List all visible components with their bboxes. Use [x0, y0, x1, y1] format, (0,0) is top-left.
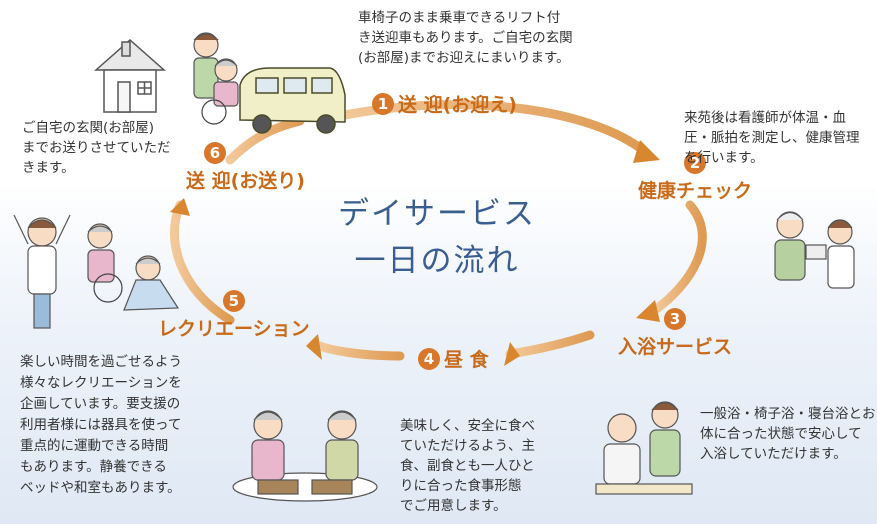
step-label-1: 送 迎(お迎え): [398, 94, 517, 116]
recreation-icon: [13, 214, 180, 329]
step-number-4: 4: [418, 347, 440, 370]
step-label-3: 入浴サービス: [618, 336, 733, 358]
step-number-1: 1: [372, 92, 394, 115]
step-3-bath: 3 入浴サービス: [618, 308, 732, 359]
bath-description: 一般浴・椅子浴・寝台浴とお 体に合った状態で安心して 入浴していただけます。: [700, 406, 876, 462]
step-6-dropoff: 6 送 迎(お送り): [186, 142, 305, 193]
arrow-head-2: [633, 140, 660, 163]
arrow-5-to-6: [169, 200, 235, 325]
step-label-2: 健康チェック: [638, 180, 753, 202]
step-number-6: 6: [204, 142, 226, 164]
step-2-health-check: 2 健康チェック: [638, 152, 752, 203]
arrow-2-to-3: [650, 200, 707, 315]
lunch-icon: [232, 410, 378, 502]
arrow-heads: [170, 140, 660, 366]
caregiver-wheelchair-icon: [193, 32, 239, 125]
title-line-2: 一日の流れ: [354, 243, 520, 279]
house-icon: [94, 38, 166, 113]
bathing-icon: [595, 401, 693, 495]
arrow-head-5: [306, 334, 322, 360]
title-line-1: デイサービス: [338, 196, 536, 232]
step-number-5: 5: [222, 290, 245, 312]
health-check-description: 来苑後は看護師が体温・血 圧・脈拍を測定し、健康管理 を行います。: [684, 110, 860, 166]
step-number-3: 3: [664, 308, 686, 330]
arrow-6-to-1: [225, 116, 305, 165]
lunch-description: 美味しく、安全に食べ ていただけるよう、主 食、副食とも一人ひと りに合った食事…: [400, 418, 535, 514]
pickup-description: 車椅子のまま乗車できるリフト付 き送迎車もあります。ご自宅の玄関 (お部屋)まで…: [358, 10, 573, 66]
recreation-description: 楽しい時間を過ごせるよう 様々なレクリエーションを 企画しています。要支援の 利…: [20, 354, 182, 496]
step-label-4: 昼 食: [444, 349, 489, 371]
arrow-head-3: [636, 300, 660, 322]
nurse-patient-icon: [774, 211, 855, 289]
step-4-lunch: 4 昼 食: [418, 345, 489, 372]
arrow-4-to-5: [315, 341, 405, 361]
step-1-pickup: 1 送 迎(お迎え): [372, 90, 517, 117]
step-label-6: 送 迎(お送り): [186, 170, 305, 192]
van-icon: [239, 67, 346, 134]
diagram-title: デイサービス 一日の流れ: [332, 188, 542, 280]
step-label-5: レクリエーション: [158, 318, 310, 340]
arrow-head-4: [504, 342, 520, 366]
arrow-3-to-4: [505, 330, 595, 359]
dropoff-description: ご自宅の玄関(お部屋) までお送りさせていただ きます。: [22, 120, 171, 176]
arrow-head-6: [170, 198, 190, 216]
step-number-2: 2: [684, 152, 706, 174]
step-5-recreation: 5 レクリエーション: [158, 290, 310, 341]
